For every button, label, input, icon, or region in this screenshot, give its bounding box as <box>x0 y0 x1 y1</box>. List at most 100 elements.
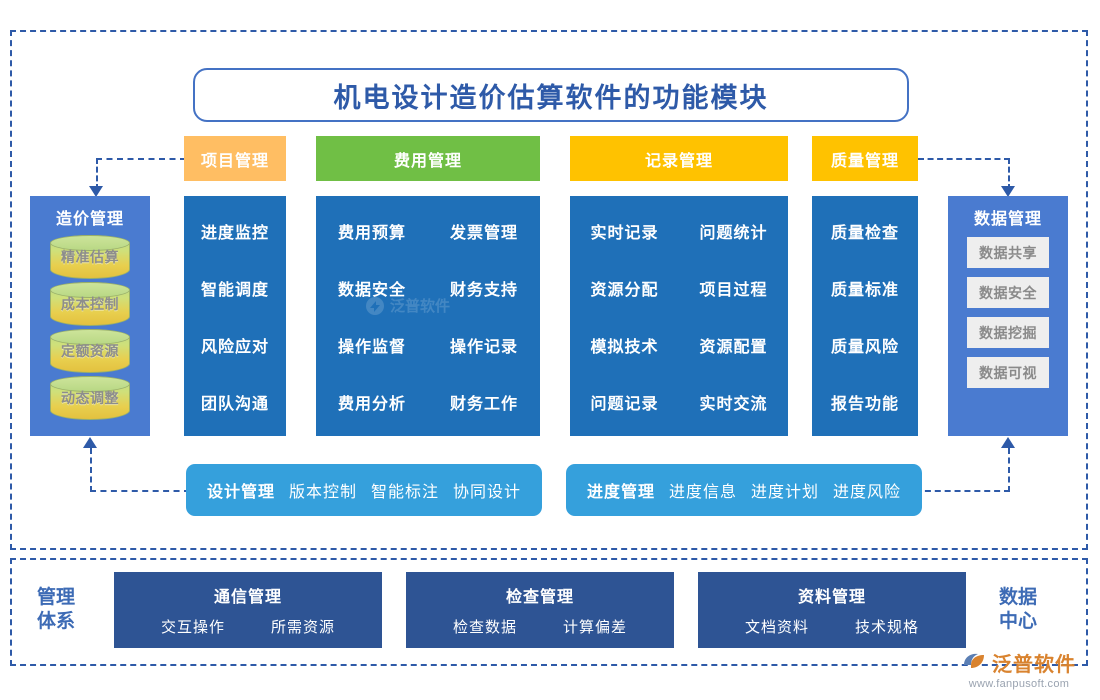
column-cell[interactable]: 质量标准 <box>830 281 899 299</box>
column-cell[interactable]: 项目过程 <box>699 281 768 299</box>
column-cell[interactable]: 团队沟通 <box>200 395 269 413</box>
column-header-label: 费用管理 <box>393 152 462 170</box>
column-body-quality: 质量检查 质量标准 质量风险 报告功能 <box>812 196 918 436</box>
chip-item[interactable]: 数据安全 <box>967 277 1049 308</box>
bottom-right-label: 数据 中心 <box>988 586 1048 634</box>
chip-item[interactable]: 数据共享 <box>967 237 1049 268</box>
right-panel-data-management[interactable]: 数据管理 数据共享 数据安全 数据挖掘 数据可视 <box>948 196 1068 436</box>
arrow-up-to-data-panel <box>1001 437 1015 448</box>
column-header-label: 质量管理 <box>830 152 899 170</box>
bottom-left-label: 管理 体系 <box>28 586 84 634</box>
bar-design-management[interactable]: 设计管理 版本控制 智能标注 协同设计 <box>186 464 542 516</box>
brand-logo-url: www.fanpusoft.com <box>968 678 1070 690</box>
column-cell[interactable]: 财务支持 <box>449 281 518 299</box>
bottom-right-label-line2: 中心 <box>998 611 1037 632</box>
bottom-box-communication[interactable]: 通信管理 交互操作 所需资源 <box>114 572 382 648</box>
column-body-cost: 费用预算 发票管理 数据安全 财务支持 操作监督 操作记录 费用分析 财务工作 <box>316 196 540 436</box>
bar-item[interactable]: 版本控制 <box>288 484 357 501</box>
bottom-box-item[interactable]: 计算偏差 <box>563 619 628 636</box>
bottom-box-title: 检查管理 <box>505 589 574 606</box>
bar-item[interactable]: 智能标注 <box>371 484 440 501</box>
bottom-box-inspection[interactable]: 检查管理 检查数据 计算偏差 <box>406 572 674 648</box>
bottom-box-documents[interactable]: 资料管理 文档资料 技术规格 <box>698 572 966 648</box>
bottom-box-item[interactable]: 所需资源 <box>271 619 336 636</box>
column-cell[interactable]: 数据安全 <box>337 281 406 299</box>
connector-design-to-cost-vert <box>90 448 92 492</box>
connector-quality-to-data <box>918 158 1010 160</box>
column-header-label: 记录管理 <box>644 152 713 170</box>
bottom-left-label-line1: 管理 <box>36 587 75 608</box>
left-panel-cost-management[interactable]: 造价管理 精准估算 成本控制 定额资源 动态调整 <box>30 196 150 436</box>
cylinder-item[interactable]: 精准估算 <box>50 235 130 279</box>
column-header-project[interactable]: 项目管理 <box>184 136 286 181</box>
column-cell[interactable]: 智能调度 <box>200 281 269 299</box>
column-header-label: 项目管理 <box>200 152 269 170</box>
column-cell[interactable]: 质量检查 <box>830 224 899 242</box>
column-header-quality[interactable]: 质量管理 <box>812 136 918 181</box>
cylinder-item[interactable]: 动态调整 <box>50 376 130 420</box>
connector-schedule-to-data-vert <box>1008 448 1010 492</box>
column-cell[interactable]: 问题统计 <box>699 224 768 242</box>
cylinder-label: 成本控制 <box>61 296 119 312</box>
column-cell[interactable]: 操作记录 <box>449 338 518 356</box>
brand-logo: 泛普软件 www.fanpusoft.com <box>962 648 1076 690</box>
column-cell[interactable]: 费用分析 <box>337 395 406 413</box>
left-panel-title: 造价管理 <box>55 211 124 228</box>
connector-quality-to-data-vert <box>1008 158 1010 190</box>
bottom-box-title: 通信管理 <box>213 589 282 606</box>
brand-logo-name: 泛普软件 <box>992 654 1076 676</box>
page-title-text: 机电设计造价估算软件的功能模块 <box>333 82 769 113</box>
bottom-box-item[interactable]: 交互操作 <box>160 619 225 636</box>
bottom-dashed-frame <box>10 558 1088 666</box>
cylinder-label: 精准估算 <box>61 249 119 265</box>
bar-item[interactable]: 进度信息 <box>668 484 737 501</box>
column-cell[interactable]: 费用预算 <box>337 224 406 242</box>
column-cell[interactable]: 报告功能 <box>830 395 899 413</box>
bottom-right-label-line1: 数据 <box>998 587 1037 608</box>
bar-item[interactable]: 进度风险 <box>833 484 902 501</box>
bar-item[interactable]: 协同设计 <box>453 484 522 501</box>
bottom-box-item[interactable]: 文档资料 <box>744 619 809 636</box>
column-header-record[interactable]: 记录管理 <box>570 136 788 181</box>
column-cell[interactable]: 资源配置 <box>699 338 768 356</box>
chip-item[interactable]: 数据可视 <box>967 357 1049 388</box>
connector-project-to-cost <box>96 158 186 160</box>
column-cell[interactable]: 质量风险 <box>830 338 899 356</box>
connector-design-to-cost <box>90 490 190 492</box>
chip-stack: 数据共享 数据安全 数据挖掘 数据可视 <box>967 237 1049 388</box>
bottom-box-title: 资料管理 <box>797 589 866 606</box>
chip-item[interactable]: 数据挖掘 <box>967 317 1049 348</box>
cylinder-stack: 精准估算 成本控制 定额资源 动态调整 <box>50 235 130 420</box>
column-cell[interactable]: 实时记录 <box>590 224 659 242</box>
column-cell[interactable]: 财务工作 <box>449 395 518 413</box>
page-title: 机电设计造价估算软件的功能模块 <box>193 68 909 122</box>
column-cell[interactable]: 问题记录 <box>590 395 659 413</box>
bar-schedule-management[interactable]: 进度管理 进度信息 进度计划 进度风险 <box>566 464 922 516</box>
arrow-up-to-cost-panel <box>83 437 97 448</box>
bottom-box-item[interactable]: 技术规格 <box>855 619 920 636</box>
column-body-record: 实时记录 问题统计 资源分配 项目过程 模拟技术 资源配置 问题记录 实时交流 <box>570 196 788 436</box>
column-cell[interactable]: 资源分配 <box>590 281 659 299</box>
column-cell[interactable]: 进度监控 <box>200 224 269 242</box>
cylinder-item[interactable]: 定额资源 <box>50 329 130 373</box>
connector-schedule-to-data <box>915 490 1010 492</box>
arrow-down-to-cost-panel <box>89 186 103 197</box>
bar-lead-label: 设计管理 <box>206 484 275 501</box>
column-body-project: 进度监控 智能调度 风险应对 团队沟通 <box>184 196 286 436</box>
column-header-cost[interactable]: 费用管理 <box>316 136 540 181</box>
column-cell[interactable]: 操作监督 <box>337 338 406 356</box>
column-cell[interactable]: 发票管理 <box>449 224 518 242</box>
right-panel-title: 数据管理 <box>973 211 1042 228</box>
bottom-left-label-line2: 体系 <box>36 611 75 632</box>
connector-project-to-cost-vert <box>96 158 98 190</box>
bar-lead-label: 进度管理 <box>586 484 655 501</box>
bottom-box-item[interactable]: 检查数据 <box>452 619 517 636</box>
column-cell[interactable]: 实时交流 <box>699 395 768 413</box>
brand-logo-icon <box>964 653 984 668</box>
column-cell[interactable]: 风险应对 <box>200 338 269 356</box>
top-dashed-frame <box>10 30 1088 550</box>
arrow-down-to-data-panel <box>1001 186 1015 197</box>
column-cell[interactable]: 模拟技术 <box>590 338 659 356</box>
bar-item[interactable]: 进度计划 <box>751 484 820 501</box>
cylinder-item[interactable]: 成本控制 <box>50 282 130 326</box>
